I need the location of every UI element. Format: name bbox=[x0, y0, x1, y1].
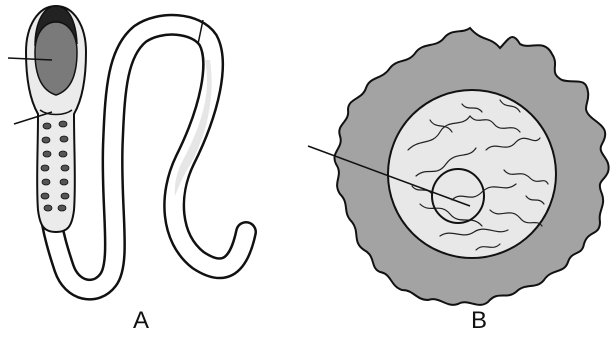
mitochondrion bbox=[41, 165, 49, 171]
mitochondrion bbox=[44, 205, 52, 211]
mitochondrion bbox=[43, 123, 51, 129]
mitochondrion bbox=[42, 179, 50, 185]
sperm-cell-a bbox=[8, 6, 246, 290]
mitochondrion bbox=[59, 151, 67, 157]
egg-cell-b bbox=[308, 28, 609, 305]
mitochondrion bbox=[61, 165, 69, 171]
panel-label-b: B bbox=[471, 309, 487, 333]
sperm-nucleus bbox=[35, 22, 77, 95]
mitochondrion bbox=[60, 136, 68, 142]
mitochondrion bbox=[61, 193, 69, 199]
mitochondrion bbox=[41, 193, 49, 199]
panel-label-a: A bbox=[133, 309, 149, 333]
mitochondrion bbox=[60, 179, 68, 185]
mitochondrion bbox=[58, 205, 66, 211]
mitochondrion bbox=[59, 121, 67, 127]
mitochondrion bbox=[42, 137, 50, 143]
mitochondrion bbox=[43, 151, 51, 157]
